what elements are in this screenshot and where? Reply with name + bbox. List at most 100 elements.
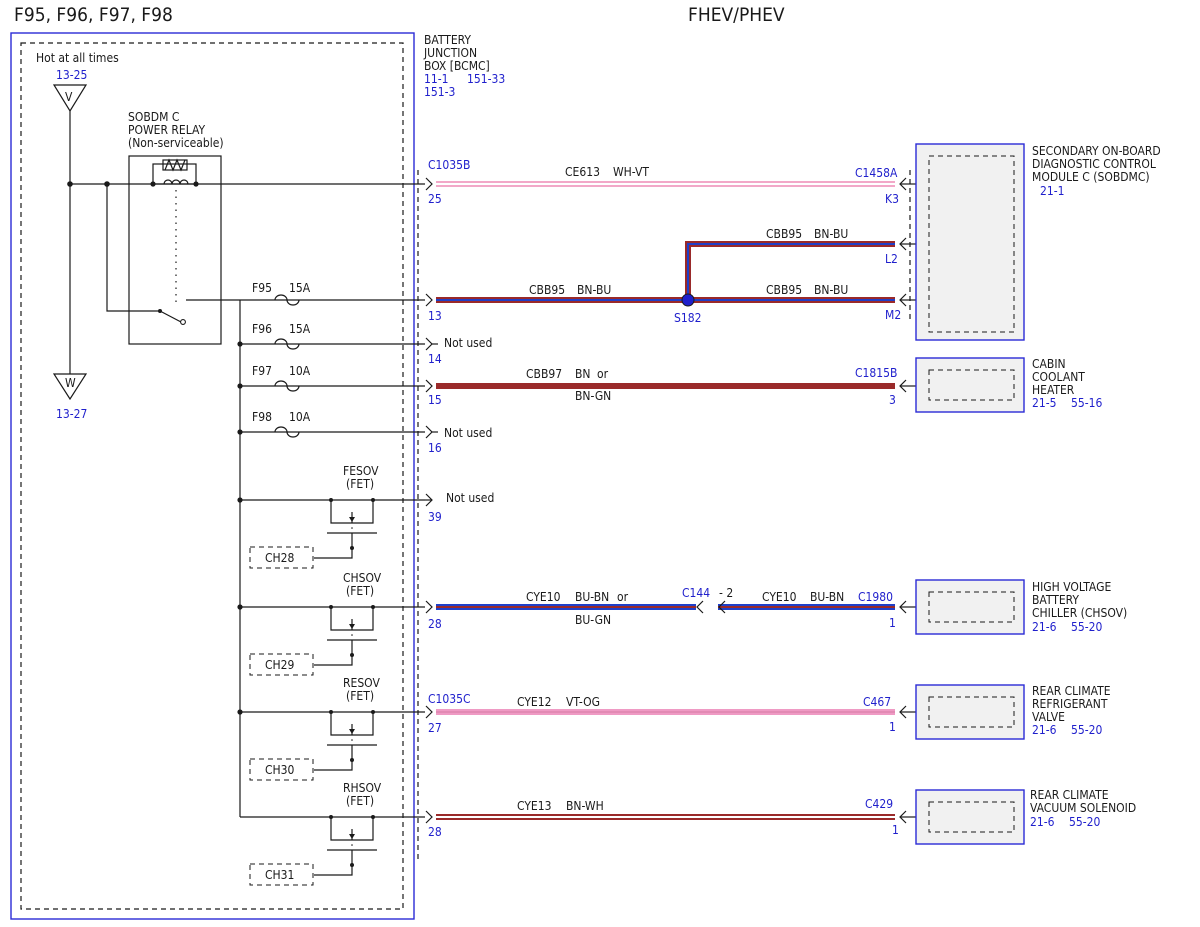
pin-label: 1 (889, 720, 896, 734)
module-resov-label: VALVE (1032, 710, 1065, 724)
pin-label: M2 (885, 308, 901, 322)
wire-cye10-circuit: CYE10 (526, 590, 561, 604)
module-sobdmc (915, 143, 1025, 341)
wire-cye13-circuit: CYE13 (517, 799, 551, 813)
power-output-symbol: W (65, 376, 76, 390)
pin-label: 16 (428, 441, 442, 455)
pin-label: 39 (428, 510, 442, 524)
connector-arrow-icon (899, 379, 907, 393)
pin-label: L2 (885, 252, 898, 266)
fet-label: RHSOV (343, 781, 382, 795)
module-sobdmc-label: SECONDARY ON-BOARD (1032, 144, 1161, 158)
wire-cye10-alt-color: BU-GN (575, 613, 611, 627)
module-rhsov-ref: 55-20 (1069, 815, 1100, 829)
relay-coil-frame (152, 163, 197, 185)
wire-cbb95-circuit: CBB95 (766, 227, 802, 241)
module-cch-ref: 21-5 (1032, 396, 1057, 410)
fet-channel-box (249, 863, 314, 886)
connector-arrow-icon (899, 293, 907, 307)
connector-arrow-icon (425, 425, 433, 439)
wire-cbb95-color: BN-BU (814, 283, 848, 297)
module-chsov-label: HIGH VOLTAGE (1032, 580, 1111, 594)
fet-label: (FET) (346, 584, 374, 598)
module-chsov-label: BATTERY (1032, 593, 1079, 607)
pin-label: 1 (889, 616, 896, 630)
wire-cbb95 (436, 241, 895, 303)
module-rhsov (915, 789, 1025, 845)
pin-label: 28 (428, 617, 442, 631)
power-source-icon (52, 84, 88, 113)
pin-label: 3 (889, 393, 896, 407)
fet-channel-label: CH29 (265, 658, 295, 672)
relay-coil-icon (163, 179, 189, 185)
connector-arrow-icon (425, 293, 433, 307)
connector-arrow-icon (425, 177, 433, 191)
relay-label-line3: (Non-serviceable) (128, 136, 224, 150)
module-rhsov-label: REAR CLIMATE (1030, 788, 1109, 802)
bjb-inner-outline (20, 42, 404, 910)
pin-label: K3 (885, 192, 899, 206)
pin-label: 1 (892, 823, 899, 837)
power-output-ref: 13-27 (56, 407, 87, 421)
fet-channel-label: CH30 (265, 763, 295, 777)
fet-label: (FET) (346, 477, 374, 491)
connector-arrow-icon (899, 600, 907, 614)
hot-at-all-times-label: Hot at all times (36, 51, 119, 65)
connector-arrow-icon (425, 337, 433, 351)
wire-cbb95-color: BN-BU (814, 227, 848, 241)
fet-channel-box (249, 653, 314, 676)
wire-cye12-circuit: CYE12 (517, 695, 551, 709)
connector-arrow-icon (425, 810, 433, 824)
fuse-f95-icon (274, 294, 300, 306)
not-used-label: Not used (444, 426, 492, 440)
fet-switch: CHSOV(FET) CH29 (240, 571, 425, 676)
connector-arrow-icon (425, 600, 433, 614)
module-sobdmc-label: MODULE C (SOBDMC) (1032, 170, 1150, 184)
fuse-f98-icon (274, 426, 300, 438)
fuse-f97-icon (274, 380, 300, 392)
module-resov-ref: 21-6 (1032, 723, 1057, 737)
connector-arrow-icon (899, 705, 907, 719)
wire-cbb95-circuit: CBB95 (766, 283, 802, 297)
pin-label: 14 (428, 352, 442, 366)
page-title: F95, F96, F97, F98 (14, 4, 173, 26)
connector-arrow-icon (899, 177, 907, 191)
not-used-label: Not used (444, 336, 492, 350)
wire-cye10-color: BU-BN (575, 590, 609, 604)
fet-switch: RESOV(FET)CH30 (240, 676, 425, 781)
pin-label: 25 (428, 192, 442, 206)
fuse-f97-rating: 10A (289, 364, 311, 378)
module-resov-ref: 55-20 (1071, 723, 1102, 737)
pin-label: 13 (428, 309, 442, 323)
connector-c429: C429 (865, 797, 893, 811)
connector-c1035b: C1035B (428, 158, 470, 172)
wire-cye12-color: VT-OG (566, 695, 600, 709)
connector-c1815b: C1815B (855, 366, 897, 380)
connector-c1458a: C1458A (855, 166, 898, 180)
module-chsov-ref: 55-20 (1071, 620, 1102, 634)
module-cabin-coolant-heater (915, 357, 1025, 413)
pin-label: 28 (428, 825, 442, 839)
relay-resistor-icon (162, 159, 188, 171)
wire-cbb97-alt-color: BN-GN (575, 389, 611, 403)
splice-s182-icon (681, 293, 695, 307)
module-resov-label: REFRIGERANT (1032, 697, 1108, 711)
fuse-f95-name: F95 (252, 281, 272, 295)
fet-label: (FET) (346, 794, 374, 808)
module-cch-ref: 55-16 (1071, 396, 1102, 410)
bjb-ref: 11-1 (424, 72, 449, 86)
fuse-f96-rating: 15A (289, 322, 311, 336)
connector-c144: C144 (682, 586, 710, 600)
connector-arrow-icon (425, 379, 433, 393)
fuse-f98-name: F98 (252, 410, 272, 424)
connector-arrow-icon (425, 705, 433, 719)
module-chsov-label: CHILLER (CHSOV) (1032, 606, 1127, 620)
fuse-f97-name: F97 (252, 364, 272, 378)
fuse-f96-name: F96 (252, 322, 272, 336)
fet-channel-box (249, 758, 314, 781)
wire-ce613-circuit: CE613 (565, 165, 600, 179)
wire-cbb95-color: BN-BU (577, 283, 611, 297)
fet-label: CHSOV (343, 571, 382, 585)
fet-label: (FET) (346, 689, 374, 703)
power-source-symbol: V (65, 90, 73, 104)
